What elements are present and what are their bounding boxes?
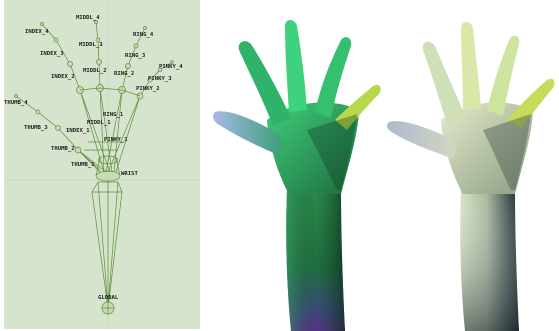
hand-render-pale — [383, 0, 559, 331]
label-ring-4: RING_4 — [133, 32, 154, 38]
label-ring-3: RING_3 — [125, 53, 145, 59]
label-index-1: INDEX_1 — [66, 128, 90, 134]
skeleton-rig-canvas: MIDDL_4 INDEX_4 RING_4 MIDDL_3 INDEX_3 R… — [0, 0, 202, 331]
label-middl-4: MIDDL_4 — [76, 15, 100, 21]
label-pinky-2: PINKY_2 — [136, 86, 160, 92]
label-thumb-2: THUMB_2 — [51, 146, 75, 152]
hand-a-shape — [213, 20, 381, 331]
label-middl-3: MIDDL_3 — [79, 42, 103, 48]
label-ring-2: RING_2 — [114, 71, 134, 77]
label-index-3: INDEX_3 — [40, 51, 64, 57]
label-pinky-1: PINKY_1 — [104, 137, 128, 143]
label-pinky-4: PINKY_4 — [159, 64, 183, 70]
label-ring-1: RING_1 — [103, 112, 124, 118]
label-global: GLOBAL — [98, 295, 119, 301]
skeleton-rig-panel: MIDDL_4 INDEX_4 RING_4 MIDDL_3 INDEX_3 R… — [0, 0, 202, 331]
wrist-joint — [96, 171, 120, 181]
label-thumb-4: THUMB_4 — [4, 100, 28, 106]
hand-b-shape — [387, 22, 555, 331]
label-thumb-3: THUMB_3 — [24, 125, 48, 131]
label-thumb-1: THUMB_1 — [71, 162, 95, 168]
hand-render-normals-canvas — [207, 0, 383, 331]
label-index-2: INDEX_2 — [51, 74, 75, 80]
label-wrist: WRIST — [121, 171, 138, 177]
label-middl-1: MIDDL_1 — [87, 120, 111, 126]
label-pinky-3: PINKY_3 — [148, 76, 172, 82]
label-middl-2: MIDDL_2 — [83, 68, 107, 74]
hand-render-normals — [207, 0, 383, 331]
hand-render-pale-canvas — [383, 0, 559, 331]
label-index-4: INDEX_4 — [25, 29, 49, 35]
